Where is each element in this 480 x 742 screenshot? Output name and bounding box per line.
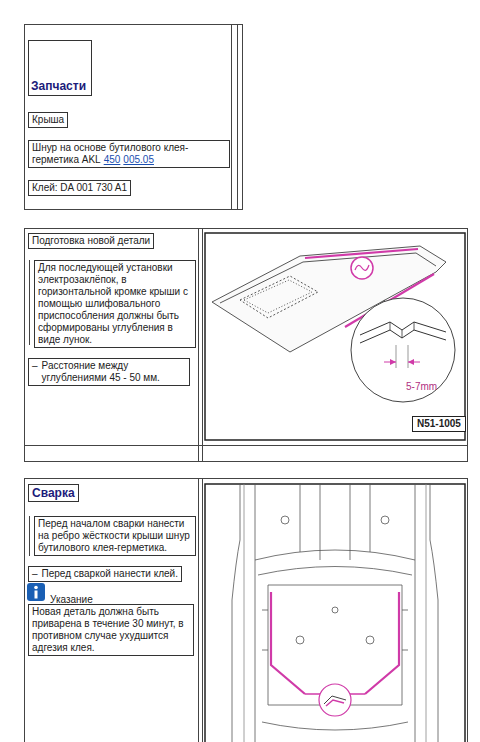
- detail-view: [360, 330, 446, 343]
- table-frames: [198, 228, 199, 462]
- table-frames: [29, 516, 30, 556]
- info-icon: [35, 591, 38, 599]
- note-box: Новая деталь должна быть приварена в теч…: [28, 604, 194, 656]
- section-heading: Запчасти: [28, 40, 92, 96]
- table-frames: [202, 228, 203, 462]
- dimension-label: 5-7mm: [406, 381, 437, 393]
- figure-frame: [205, 484, 465, 742]
- note-label: Указание: [50, 594, 93, 606]
- car-body-top-view: [244, 484, 426, 742]
- figure-number: N51-1005: [412, 416, 466, 432]
- car-body-top-view: [255, 484, 415, 742]
- detail-view: [390, 359, 414, 365]
- car-body-top-view: [300, 484, 370, 560]
- detail-view: [351, 298, 455, 402]
- instruction-box: –Перед сваркой нанести клей.: [28, 566, 182, 582]
- adhesive-line: [271, 592, 399, 694]
- step-heading: Подготовка новой детали: [28, 233, 154, 249]
- callout-symbol: [319, 684, 351, 716]
- instruction-box: Перед началом сварки нанести на ребро жё…: [34, 516, 196, 556]
- car-body-top-view: [366, 636, 374, 644]
- detail-view: [384, 362, 420, 363]
- car-body-top-view: [430, 484, 438, 742]
- node-text: Для последующей установки электрозаклёпо…: [38, 262, 188, 345]
- info-icon: [27, 583, 45, 601]
- node-text: Запчасти: [31, 79, 86, 93]
- part-number-link: 450: [104, 154, 121, 165]
- node-text: Сварка: [32, 486, 75, 500]
- node-text: Расстояние между углублениями 45 - 50 мм…: [42, 360, 186, 384]
- car-body-top-view: [232, 484, 438, 742]
- instruction-box: –Расстояние между углублениями 45 - 50 м…: [28, 358, 190, 386]
- roof-panel-drawing: [244, 280, 312, 313]
- part-item: Шнур на основе бутилового клея-герметика…: [28, 140, 230, 168]
- node-text: Перед началом сварки нанести на ребро жё…: [38, 518, 190, 553]
- car-body-top-view: [232, 484, 240, 742]
- roof-panel-drawing: [240, 276, 318, 318]
- car-body-top-view: [262, 610, 408, 650]
- table-frames: [24, 445, 468, 446]
- node-text: Перед сваркой нанести клей.: [42, 568, 178, 580]
- roof-panel-drawing: [220, 253, 436, 303]
- detail-view: [360, 322, 446, 335]
- car-body-top-view: [332, 607, 338, 613]
- callout-symbol: [355, 265, 369, 270]
- adhesive-line: [271, 592, 305, 694]
- info-icon: [27, 583, 45, 601]
- node-text: Новая деталь должна быть приварена в теч…: [32, 606, 184, 653]
- callout-symbol: [351, 257, 373, 279]
- part-item: Крыша: [28, 112, 68, 128]
- adhesive-line: [365, 592, 399, 694]
- instruction-box: Для последующей установки электрозаклёпо…: [34, 260, 196, 348]
- info-icon: [34, 586, 38, 590]
- table-frames: [231, 24, 232, 210]
- figure-frame: [205, 233, 465, 440]
- section-heading: Сварка: [28, 484, 79, 502]
- table-frames: [29, 260, 30, 345]
- car-body-top-view: [296, 636, 304, 644]
- node-text: Подготовка новой детали: [32, 235, 150, 246]
- table-frames: [198, 478, 199, 742]
- car-body-top-view: [281, 516, 289, 524]
- part-item: Клей: DA 001 730 A1: [28, 180, 131, 196]
- table-frames: [25, 229, 468, 462]
- figure-frame: [205, 233, 465, 742]
- detail-view: [390, 322, 414, 338]
- table-frames: [25, 25, 243, 210]
- node-text: –: [32, 568, 38, 580]
- table-frames: [202, 478, 203, 742]
- node-text: –: [32, 360, 38, 384]
- node-text: Крыша: [32, 114, 64, 125]
- car-body-top-view: [381, 516, 389, 524]
- table-frames: [25, 479, 468, 742]
- callout-symbol: [326, 700, 344, 706]
- node-text: Клей: DA 001 730 A1: [32, 182, 127, 193]
- part-number-link: 005.05: [123, 154, 154, 165]
- callout-symbol: [319, 684, 351, 716]
- table-frames: [237, 24, 238, 210]
- car-body-top-view: [255, 550, 415, 575]
- table-frames: [24, 24, 468, 742]
- car-body-top-view: [262, 722, 408, 730]
- detail-view: [396, 345, 408, 368]
- callout-symbol: [351, 257, 373, 279]
- detail-view: [351, 298, 455, 402]
